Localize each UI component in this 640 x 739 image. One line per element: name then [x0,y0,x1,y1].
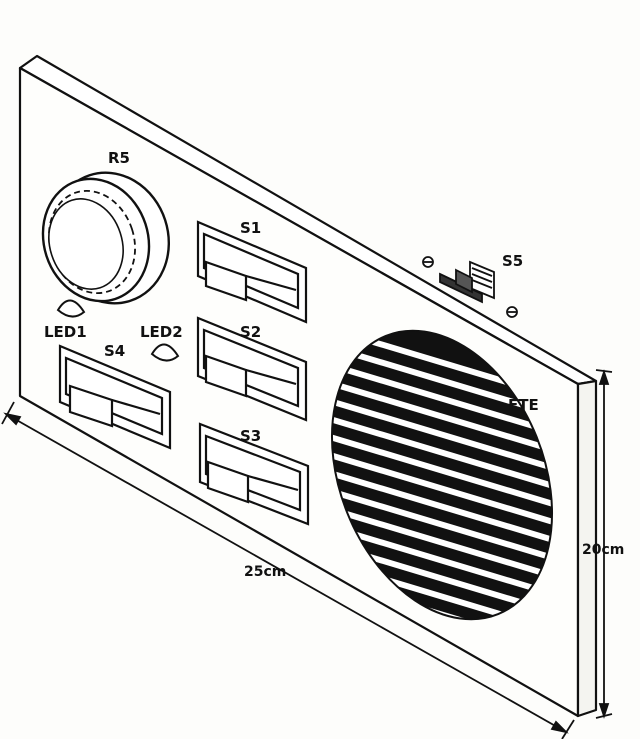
label-fte: FTE [508,396,539,414]
led2 [150,343,180,362]
label-s4: S4 [104,342,125,360]
side-face [576,379,598,718]
switch-s2 [196,316,308,422]
label-led1: LED1 [44,323,87,341]
label-s1: S1 [240,219,261,237]
width-dimension [1,401,575,739]
led1 [56,299,86,318]
label-s2: S2 [240,323,261,341]
switch-s1 [196,220,308,324]
switch-s3 [198,422,310,526]
r5-knob [41,171,171,305]
label-r5: R5 [108,149,130,167]
switch-s4 [58,344,172,450]
switch-s5 [422,256,518,318]
label-s3: S3 [240,427,261,445]
label-led2: LED2 [140,323,183,341]
label-s5: S5 [502,252,523,270]
label-width: 25cm [244,564,286,580]
height-dimension [595,369,613,719]
label-height: 20cm [582,542,624,558]
